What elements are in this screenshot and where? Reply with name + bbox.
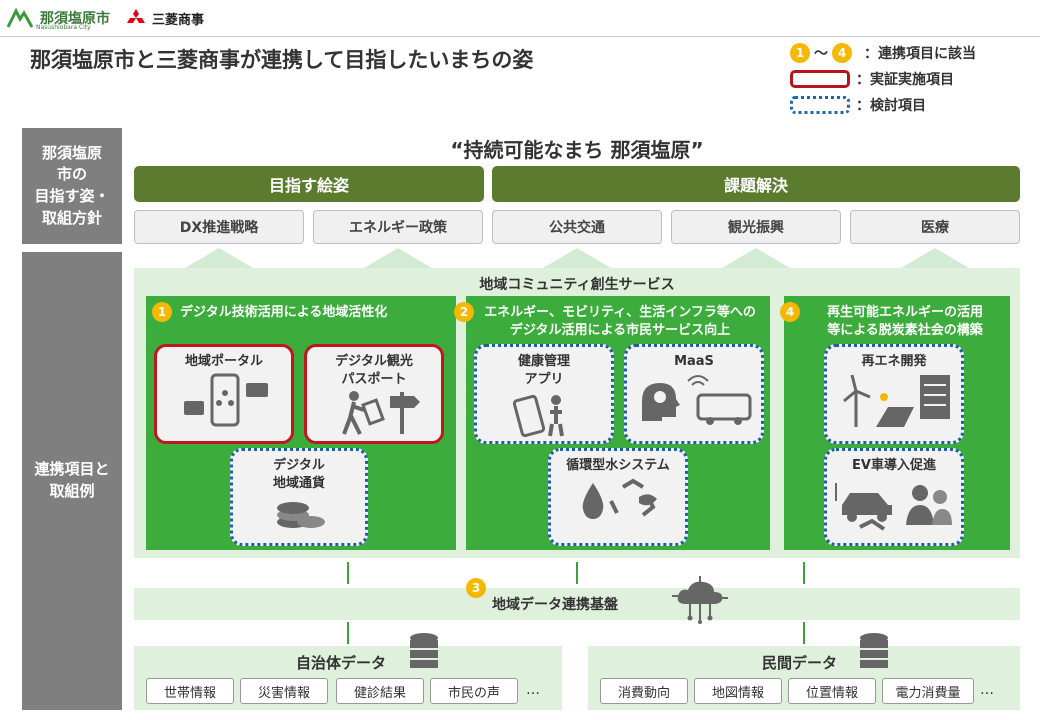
legend-num-start: 1: [790, 43, 810, 63]
platform-number: 3: [466, 578, 486, 598]
header-logos: 那須塩原市 三菱商事: [6, 4, 204, 32]
data-platform: [134, 588, 1020, 620]
ev-car-handshake-icon: [835, 482, 952, 531]
policy-medical: 医療: [850, 210, 1020, 244]
bar-solutions: 課題解決: [492, 166, 1020, 202]
arrow-up-5: [901, 248, 969, 268]
water-recycle-icon: [582, 478, 657, 519]
side-label-vision: 那須塩原 市の 目指す姿・ 取組方針: [22, 128, 122, 244]
gov-item-household: 世帯情報: [146, 678, 234, 704]
side-label-items: 連携項目と 取組例: [22, 252, 122, 710]
private-item-map: 地図情報: [694, 678, 782, 704]
double-arrow-3: [803, 562, 805, 584]
policy-energy: エネルギー政策: [313, 210, 483, 244]
private-data-title: 民間データ: [762, 654, 838, 672]
motto: “持続可能なまち 那須塩原”: [450, 138, 704, 162]
service-title: 地域コミュニティ創生サービス: [479, 277, 675, 293]
private-more: …: [980, 682, 994, 698]
panel2-title: エネルギー、モビリティ、生活インフラ等への デジタル活用による市民サービス向上: [484, 305, 756, 339]
card-maas-label: MaaS: [674, 354, 714, 369]
coins-icon: [277, 502, 325, 529]
card-tourism-passport-label: デジタル観光 パスポート: [335, 354, 413, 387]
city-romaji: Nasushiobara City: [36, 24, 91, 31]
legend-number-row: 1 ～ 4 ：連携項目に該当: [790, 40, 976, 66]
private-item-location: 位置情報: [788, 678, 876, 704]
double-arrow-5: [803, 622, 805, 644]
mitsubishi-logo-icon: [127, 9, 145, 23]
arrow-up-3: [543, 248, 611, 268]
card-water-system: 循環型水システム: [548, 448, 688, 546]
card-health-app: 健康管理 アプリ: [474, 344, 614, 444]
legend-red-label: ：実証実施項目: [856, 72, 954, 88]
gov-item-citizen-voice: 市民の声: [430, 678, 518, 704]
traveler-signpost-icon: [342, 391, 420, 435]
card-renewable-label: 再エネ開発: [861, 354, 927, 369]
ai-bus-icon: [642, 374, 752, 425]
panel1-number: 1: [152, 302, 172, 322]
city-name: 那須塩原市: [40, 11, 110, 27]
header-divider: [0, 36, 1040, 37]
card-regional-portal: 地域ポータル: [154, 344, 294, 444]
double-arrow-1: [347, 562, 349, 584]
private-item-power: 電力消費量: [882, 678, 974, 704]
health-phone-icon: [512, 395, 564, 438]
card-digital-currency-label: デジタル 地域通貨: [272, 458, 325, 491]
legend-tilde: ～: [814, 46, 828, 62]
legend-blue-label: ：検討項目: [856, 98, 926, 114]
company-name: 三菱商事: [152, 12, 205, 28]
card-water-system-label: 循環型水システム: [566, 458, 670, 473]
card-ev: EV車導入促進: [824, 448, 964, 546]
wind-solar-dam-icon: [843, 374, 950, 427]
panel2-number: 2: [454, 302, 474, 322]
legend-num-end: 4: [832, 43, 852, 63]
card-tourism-passport: デジタル観光 パスポート: [304, 344, 444, 444]
gov-item-health-check: 健診結果: [336, 678, 424, 704]
database-icon: [860, 633, 888, 668]
legend-red-row: ：実証実施項目: [790, 66, 976, 92]
gov-item-disaster: 災害情報: [240, 678, 328, 704]
card-health-app-label: 健康管理 アプリ: [517, 354, 570, 387]
card-maas: MaaS: [624, 344, 764, 444]
database-icon: [410, 633, 438, 668]
smartphone-network-icon: [184, 373, 268, 427]
panel1-title: デジタル技術活用による地域活性化: [180, 305, 388, 320]
card-ev-label: EV車導入促進: [852, 458, 936, 473]
panel4-title: 再生可能エネルギーの活用 等による脱炭素社会の構築: [826, 305, 983, 339]
policy-transport: 公共交通: [492, 210, 662, 244]
legend-num-label: ：連携項目に該当: [864, 46, 976, 62]
page-title: 那須塩原市と三菱商事が連携して目指したいまちの姿: [30, 48, 534, 72]
arrow-up-2: [364, 248, 432, 268]
gov-data-title: 自治体データ: [296, 654, 387, 672]
legend-red-swatch: [790, 70, 850, 88]
legend: 1 ～ 4 ：連携項目に該当 ：実証実施項目 ：検討項目: [790, 40, 976, 118]
city-logo-icon: [6, 7, 34, 28]
private-item-consumption: 消費動向: [600, 678, 688, 704]
panel4-number: 4: [780, 302, 800, 322]
double-arrow-2: [576, 562, 578, 584]
card-renewable: 再エネ開発: [824, 344, 964, 444]
legend-blue-swatch: [790, 96, 850, 114]
legend-blue-row: ：検討項目: [790, 92, 976, 118]
card-regional-portal-label: 地域ポータル: [184, 354, 263, 369]
gov-more: …: [526, 682, 540, 698]
card-digital-currency: デジタル 地域通貨: [230, 448, 368, 546]
arrow-up-1: [185, 248, 253, 268]
policy-dx: DX推進戦略: [134, 210, 304, 244]
platform-label: 地域データ連携基盤: [492, 597, 618, 613]
cloud-network-icon: [672, 576, 728, 624]
double-arrow-4: [347, 622, 349, 644]
arrow-up-4: [722, 248, 790, 268]
bar-vision: 目指す絵姿: [134, 166, 484, 202]
policy-tourism: 観光振興: [671, 210, 841, 244]
